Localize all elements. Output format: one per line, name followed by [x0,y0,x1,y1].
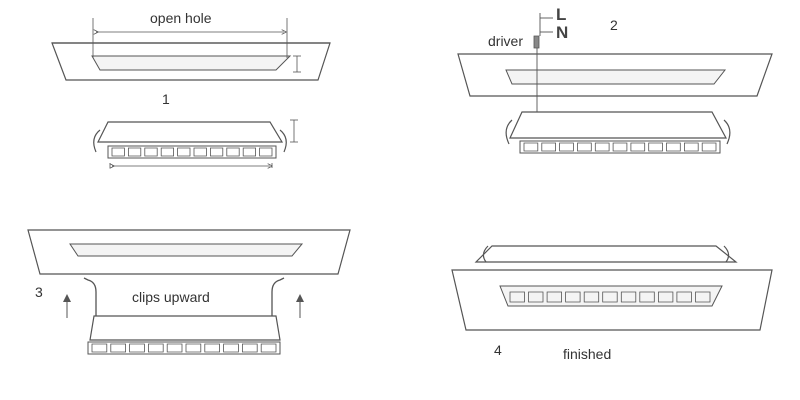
wire-live-label: L [556,5,567,24]
luminaire-dimensions [110,120,298,168]
luminaire-body-3 [88,316,280,354]
ceiling-panel-4 [452,270,772,330]
led-cell [243,148,255,156]
luminaire-top-4 [476,246,736,262]
step-1-group [52,18,330,168]
led-cell [702,143,716,151]
led-cell [560,143,574,151]
led-cell [524,143,538,151]
led-cell [130,344,145,352]
led-cell [684,143,698,151]
step-2-group [458,13,772,153]
led-cell [261,344,276,352]
led-cells-3 [92,344,276,352]
driver-wire [534,13,553,112]
ceiling-panel [52,43,330,80]
led-cell [566,292,581,302]
open-hole-label: open hole [150,10,212,26]
led-cell [613,143,627,151]
step-1-number: 1 [162,91,170,107]
step-2-number: 2 [610,17,618,33]
led-cell [603,292,618,302]
led-cell [178,148,190,156]
led-cell [578,143,592,151]
led-cell [584,292,599,302]
led-cell [161,148,173,156]
led-cell [128,148,140,156]
step-4-group [452,246,772,330]
led-cell [649,143,663,151]
led-cell [205,344,220,352]
led-cell [112,148,124,156]
led-cell [210,148,222,156]
spring-clips [84,278,284,316]
led-cells-1 [112,148,272,156]
led-cell [148,344,163,352]
open-hole-dimension [93,18,301,72]
ceiling-panel-2 [458,54,772,96]
led-cell [186,344,201,352]
step-3-number: 3 [35,284,43,300]
led-cell [696,292,711,302]
led-cell [658,292,673,302]
led-cell [145,148,157,156]
led-cell [224,344,239,352]
luminaire-body [94,122,287,158]
led-cell [227,148,239,156]
ceiling-panel-3 [28,230,350,274]
led-cell [242,344,257,352]
led-cell [510,292,525,302]
led-cell [640,292,655,302]
luminaire-body-2 [506,112,730,153]
led-cell [260,148,272,156]
led-cell [194,148,206,156]
clips-upward-label: clips upward [132,289,210,305]
led-cell [621,292,636,302]
led-cell [547,292,562,302]
led-cell [542,143,556,151]
led-cell [595,143,609,151]
led-cell [667,143,681,151]
led-cell [167,344,182,352]
led-cell [529,292,544,302]
up-arrows [63,294,304,318]
led-cell [92,344,107,352]
led-cell [111,344,126,352]
led-cells-2 [524,143,716,151]
led-cell [677,292,692,302]
step-3-group [28,230,350,354]
wire-neutral-label: N [556,23,569,42]
led-cells-4 [510,292,710,302]
led-cell [631,143,645,151]
driver-label: driver [488,33,524,49]
finished-label: finished [563,346,612,362]
step-4-number: 4 [494,342,502,358]
